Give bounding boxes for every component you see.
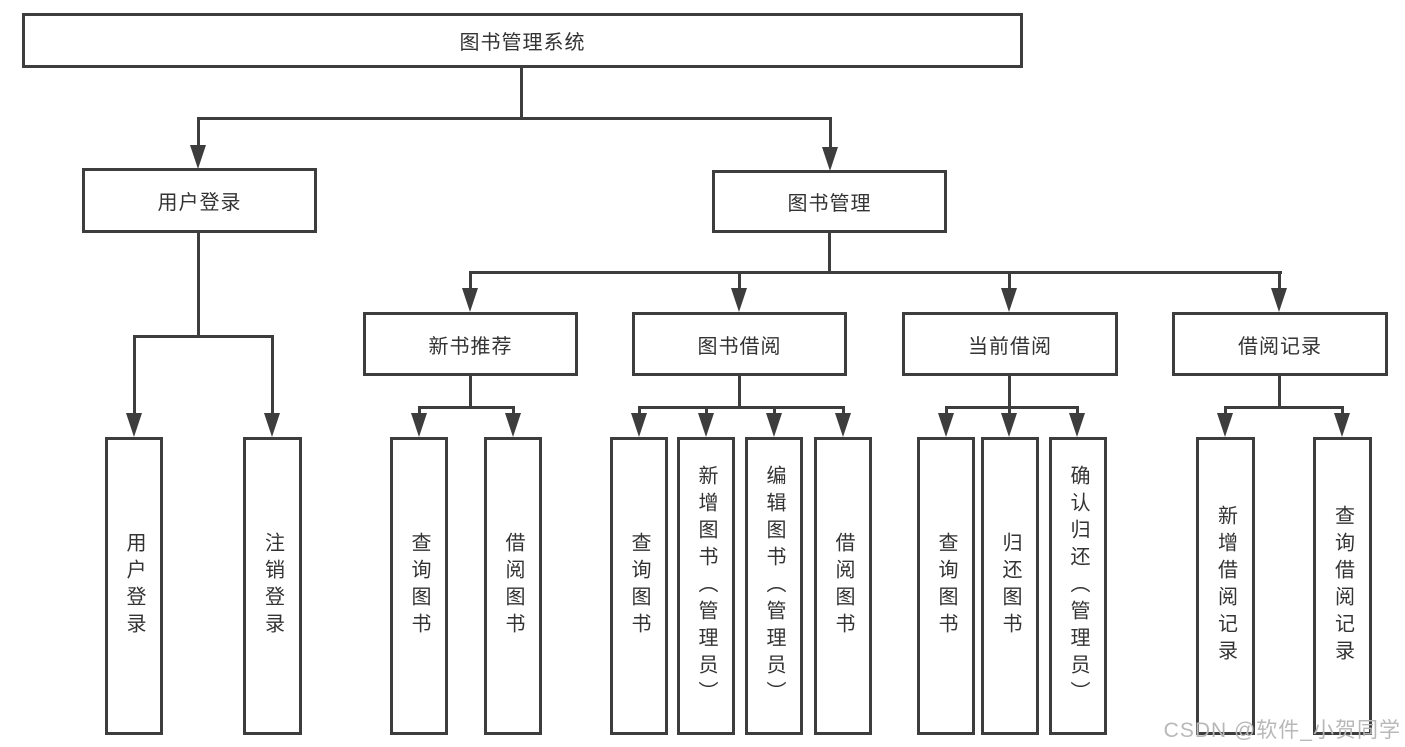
connector-line	[638, 406, 845, 409]
connector-line	[842, 406, 845, 416]
leaf-logout: 注销登录	[243, 437, 302, 735]
node-new-book-recommendation: 新书推荐	[363, 312, 578, 376]
node-book-borrowing: 图书借阅	[632, 312, 847, 376]
connector-line	[520, 68, 523, 118]
arrowhead-icon	[766, 413, 782, 437]
arrowhead-icon	[822, 147, 838, 171]
connector-line	[469, 271, 472, 289]
arrowhead-icon	[411, 413, 427, 437]
arrowhead-icon	[264, 413, 280, 437]
connector-line	[945, 406, 948, 416]
leaf-add-books-admin: 新增图书（管理员）	[677, 437, 735, 735]
connector-line	[738, 376, 741, 408]
node-label: 借阅图书	[502, 532, 524, 640]
node-label: 用户登录	[157, 192, 242, 214]
node-current-borrowing: 当前借阅	[902, 312, 1118, 376]
arrowhead-icon	[731, 288, 747, 312]
arrowhead-icon	[835, 413, 851, 437]
node-label: 图书管理	[787, 193, 872, 215]
connector-line	[1224, 406, 1227, 416]
node-label: 图书借阅	[697, 335, 782, 358]
leaf-return-books: 归还图书	[981, 437, 1039, 735]
leaf-query-books-borrowing: 查询图书	[610, 437, 668, 735]
node-label: 新书推荐	[428, 335, 513, 358]
arrowhead-icon	[1001, 413, 1017, 437]
connector-line	[512, 406, 515, 416]
node-label: 查询图书	[408, 532, 430, 640]
connector-line	[828, 233, 831, 273]
connector-line	[945, 406, 1079, 409]
node-user-login: 用户登录	[82, 168, 317, 233]
connector-line	[469, 271, 1282, 274]
leaf-confirm-return-admin: 确认归还（管理员）	[1049, 437, 1107, 735]
arrowhead-icon	[126, 413, 142, 437]
node-book-management: 图书管理	[712, 170, 947, 233]
connector-line	[469, 376, 472, 408]
arrowhead-icon	[938, 413, 954, 437]
arrowhead-icon	[190, 145, 206, 169]
connector-line	[1278, 271, 1281, 289]
leaf-query-borrow-record: 查询借阅记录	[1313, 437, 1372, 735]
arrowhead-icon	[462, 288, 478, 312]
connector-line	[418, 406, 421, 416]
connector-line	[705, 406, 708, 416]
connector-line	[638, 406, 641, 416]
connector-line	[418, 406, 515, 409]
arrowhead-icon	[698, 413, 714, 437]
leaf-add-borrow-record: 新增借阅记录	[1196, 437, 1255, 735]
node-label: 查询图书	[935, 532, 957, 640]
node-label: 查询借阅记录	[1331, 505, 1354, 667]
node-label: 用户登录	[123, 532, 145, 640]
leaf-query-books-current: 查询图书	[917, 437, 975, 735]
connector-line	[1008, 406, 1011, 416]
connector-line	[271, 335, 274, 414]
csdn-watermark: CSDN @软件_小贺同学	[1163, 719, 1401, 742]
connector-line	[738, 271, 741, 289]
node-label: 当前借阅	[968, 335, 1052, 358]
connector-line	[197, 117, 832, 120]
node-label: 编辑图书（管理员）	[763, 464, 785, 708]
node-root-system: 图书管理系统	[22, 13, 1023, 68]
connector-line	[829, 117, 832, 149]
node-label: 借阅图书	[832, 532, 854, 640]
connector-line	[1224, 406, 1344, 409]
connector-line	[133, 335, 274, 338]
node-label: 借阅记录	[1238, 335, 1322, 358]
connector-line	[1008, 271, 1011, 289]
connector-line	[1341, 406, 1344, 416]
connector-line	[773, 406, 776, 416]
node-label: 查询图书	[628, 532, 650, 640]
connector-line	[133, 335, 136, 414]
arrowhead-icon	[1271, 288, 1287, 312]
node-label: 注销登录	[261, 532, 284, 640]
node-label: 确认归还（管理员）	[1067, 464, 1089, 708]
connector-line	[197, 233, 200, 337]
arrowhead-icon	[1334, 413, 1350, 437]
arrowhead-icon	[1069, 413, 1085, 437]
connector-line	[197, 117, 200, 147]
leaf-borrow-books-recommend: 借阅图书	[484, 437, 542, 735]
node-label: 图书管理系统	[459, 32, 586, 54]
leaf-query-books-recommend: 查询图书	[390, 437, 448, 735]
leaf-edit-books-admin: 编辑图书（管理员）	[745, 437, 803, 735]
arrowhead-icon	[505, 413, 521, 437]
node-label: 新增图书（管理员）	[695, 464, 717, 708]
connector-line	[1076, 406, 1079, 416]
connector-line	[1008, 376, 1011, 408]
arrowhead-icon	[631, 413, 647, 437]
node-label: 归还图书	[999, 532, 1021, 640]
leaf-user-login: 用户登录	[105, 437, 163, 735]
leaf-borrow-books: 借阅图书	[814, 437, 872, 735]
arrowhead-icon	[1217, 413, 1233, 437]
arrowhead-icon	[1001, 288, 1017, 312]
node-label: 新增借阅记录	[1214, 505, 1237, 667]
connector-line	[1278, 376, 1281, 408]
node-borrowing-records: 借阅记录	[1172, 312, 1388, 376]
